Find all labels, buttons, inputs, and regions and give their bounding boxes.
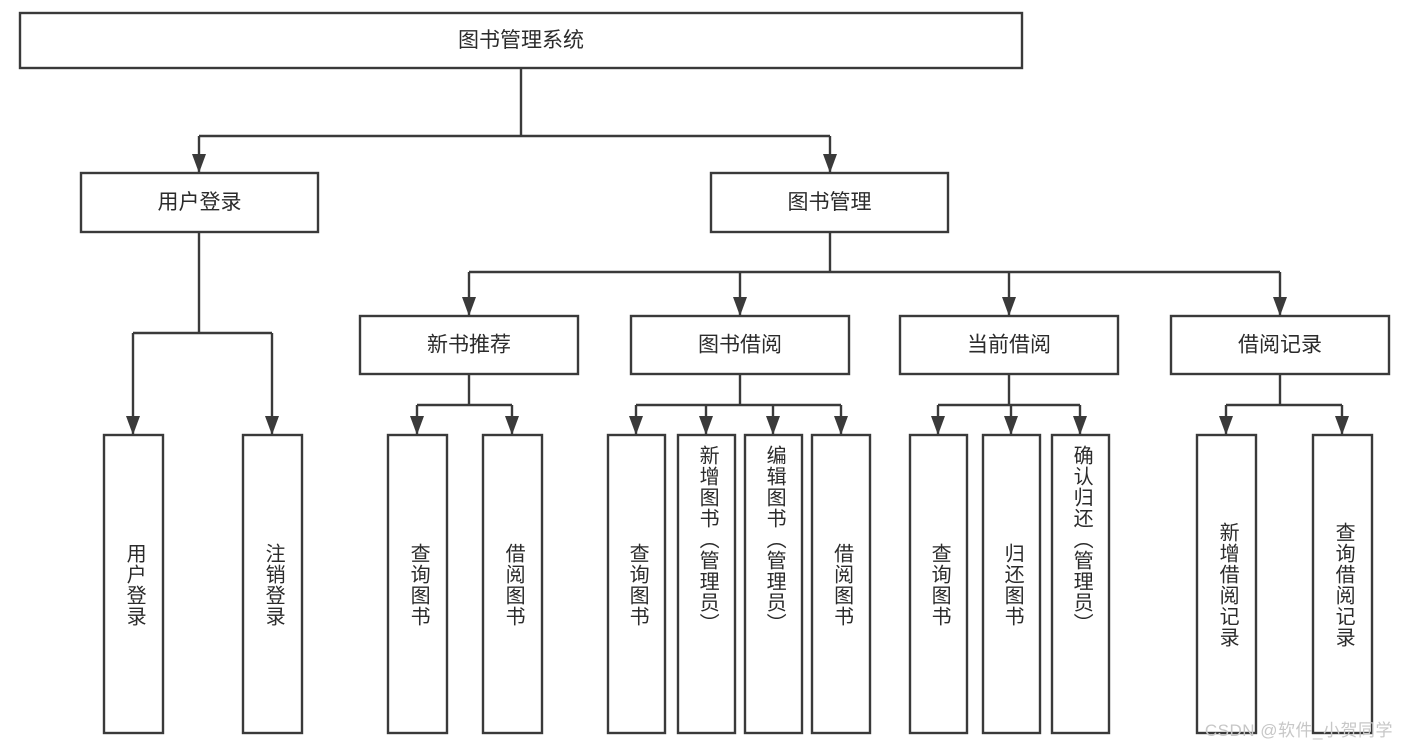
csdn-watermark: CSDN @软件_小贺同学: [1204, 721, 1393, 740]
arrow-head-borrow-to-leaves-2: [766, 416, 780, 435]
arrow-head-books-to-level3-1: [733, 297, 747, 316]
node-leaf-3[interactable]: [481, 433, 544, 735]
connectors-layer: [126, 68, 1349, 435]
arrow-head-login-to-leaves-0: [126, 416, 140, 435]
arrow-head-records-to-leaves-1: [1335, 416, 1349, 435]
node-box-查询图书[interactable]: [606, 433, 667, 735]
node-box-新增借阅记录[interactable]: [1195, 433, 1258, 735]
node-box-图书借阅[interactable]: [629, 314, 851, 376]
node-leaf-5[interactable]: [676, 433, 737, 735]
node-label-用户登录: 用户登录: [158, 191, 242, 214]
node-level2-1[interactable]: 图书管理: [709, 171, 950, 234]
node-label-新书推荐: 新书推荐: [427, 334, 511, 357]
arrow-head-current-to-leaves-1: [1004, 416, 1018, 435]
node-label-当前借阅: 当前借阅: [967, 334, 1051, 357]
node-box-确认归还管理员[interactable]: [1050, 433, 1111, 735]
arrow-head-records-to-leaves-0: [1219, 416, 1233, 435]
node-leaf-0[interactable]: [102, 433, 165, 735]
node-leaf-12[interactable]: [1311, 433, 1374, 735]
node-leaf-9[interactable]: [981, 433, 1042, 735]
node-box-查询图书[interactable]: [908, 433, 969, 735]
arrow-head-newbooks-to-leaves-0: [410, 416, 424, 435]
arrow-head-books-to-level3-0: [462, 297, 476, 316]
node-box-借阅图书[interactable]: [810, 433, 872, 735]
node-box-图书管理系统[interactable]: [18, 11, 1024, 70]
node-leaf-11[interactable]: [1195, 433, 1258, 735]
node-box-图书管理[interactable]: [709, 171, 950, 234]
arrow-head-root-to-level2-1: [823, 154, 837, 173]
arrow-head-login-to-leaves-1: [265, 416, 279, 435]
node-label-图书管理: 图书管理: [788, 191, 872, 214]
node-level3-0[interactable]: 新书推荐: [358, 314, 580, 376]
arrow-head-borrow-to-leaves-1: [699, 416, 713, 435]
arrow-head-root-to-level2-0: [192, 154, 206, 173]
node-box-新书推荐[interactable]: [358, 314, 580, 376]
node-label-图书管理系统: 图书管理系统: [458, 29, 584, 52]
node-level2-0[interactable]: 用户登录: [79, 171, 320, 234]
node-leaf-8[interactable]: [908, 433, 969, 735]
node-box-用户登录[interactable]: [79, 171, 320, 234]
node-box-用户登录[interactable]: [102, 433, 165, 735]
node-root-0[interactable]: 图书管理系统: [18, 11, 1024, 70]
node-box-新增图书管理员[interactable]: [676, 433, 737, 735]
node-leaf-2[interactable]: [386, 433, 449, 735]
arrow-head-current-to-leaves-2: [1073, 416, 1087, 435]
node-box-归还图书[interactable]: [981, 433, 1042, 735]
node-box-借阅图书[interactable]: [481, 433, 544, 735]
node-label-借阅记录: 借阅记录: [1238, 334, 1322, 357]
node-leaf-1[interactable]: [241, 433, 304, 735]
arrow-head-current-to-leaves-0: [931, 416, 945, 435]
node-box-编辑图书管理员[interactable]: [743, 433, 804, 735]
node-box-查询图书[interactable]: [386, 433, 449, 735]
arrow-head-books-to-level3-3: [1273, 297, 1287, 316]
node-level3-3[interactable]: 借阅记录: [1169, 314, 1391, 376]
node-box-注销登录[interactable]: [241, 433, 304, 735]
node-label-图书借阅: 图书借阅: [698, 334, 782, 357]
node-leaf-6[interactable]: [743, 433, 804, 735]
node-box-当前借阅[interactable]: [898, 314, 1120, 376]
arrow-head-borrow-to-leaves-0: [629, 416, 643, 435]
node-level3-2[interactable]: 当前借阅: [898, 314, 1120, 376]
arrow-head-borrow-to-leaves-3: [834, 416, 848, 435]
node-level3-1[interactable]: 图书借阅: [629, 314, 851, 376]
node-box-借阅记录[interactable]: [1169, 314, 1391, 376]
arrow-head-newbooks-to-leaves-1: [505, 416, 519, 435]
node-leaf-4[interactable]: [606, 433, 667, 735]
node-box-查询借阅记录[interactable]: [1311, 433, 1374, 735]
node-leaf-10[interactable]: [1050, 433, 1111, 735]
node-leaf-7[interactable]: [810, 433, 872, 735]
arrow-head-books-to-level3-2: [1002, 297, 1016, 316]
